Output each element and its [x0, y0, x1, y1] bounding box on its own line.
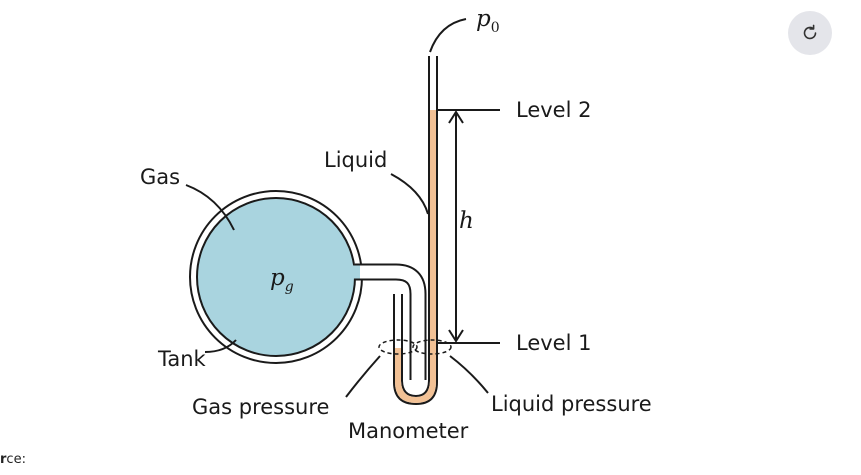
liquid-pressure-label: Liquid pressure: [491, 392, 652, 416]
level2-label: Level 2: [516, 98, 591, 122]
liquid-label: Liquid: [324, 148, 387, 172]
source-caption: rce:: [0, 452, 26, 467]
level1-label: Level 1: [516, 331, 591, 355]
caption-rest: ce:: [6, 452, 26, 467]
leader-liquid-pressure: [449, 355, 489, 394]
manometer-liquid-column: [430, 110, 436, 350]
gas-pressure-label: Gas pressure: [192, 395, 329, 419]
height-arrow: [448, 110, 464, 343]
pg-label: pg: [270, 265, 294, 295]
level1-ellipses: [378, 339, 452, 355]
refresh-button[interactable]: [788, 11, 832, 55]
gas-label: Gas: [140, 165, 180, 189]
refresh-icon: [803, 24, 817, 40]
leader-p0: [429, 18, 467, 53]
tank-label: Tank: [157, 347, 207, 371]
leader-liquid: [390, 173, 429, 215]
leader-tank: [204, 339, 237, 353]
leader-lines: [185, 18, 489, 398]
h-label: h: [459, 208, 474, 234]
leader-gas-pressure: [345, 355, 381, 398]
connecting-pipe: [350, 263, 427, 380]
leader-gas: [185, 184, 235, 231]
caption-bold: r: [0, 452, 7, 467]
manometer-label: Manometer: [348, 419, 469, 443]
p0-label: p0: [476, 6, 500, 36]
